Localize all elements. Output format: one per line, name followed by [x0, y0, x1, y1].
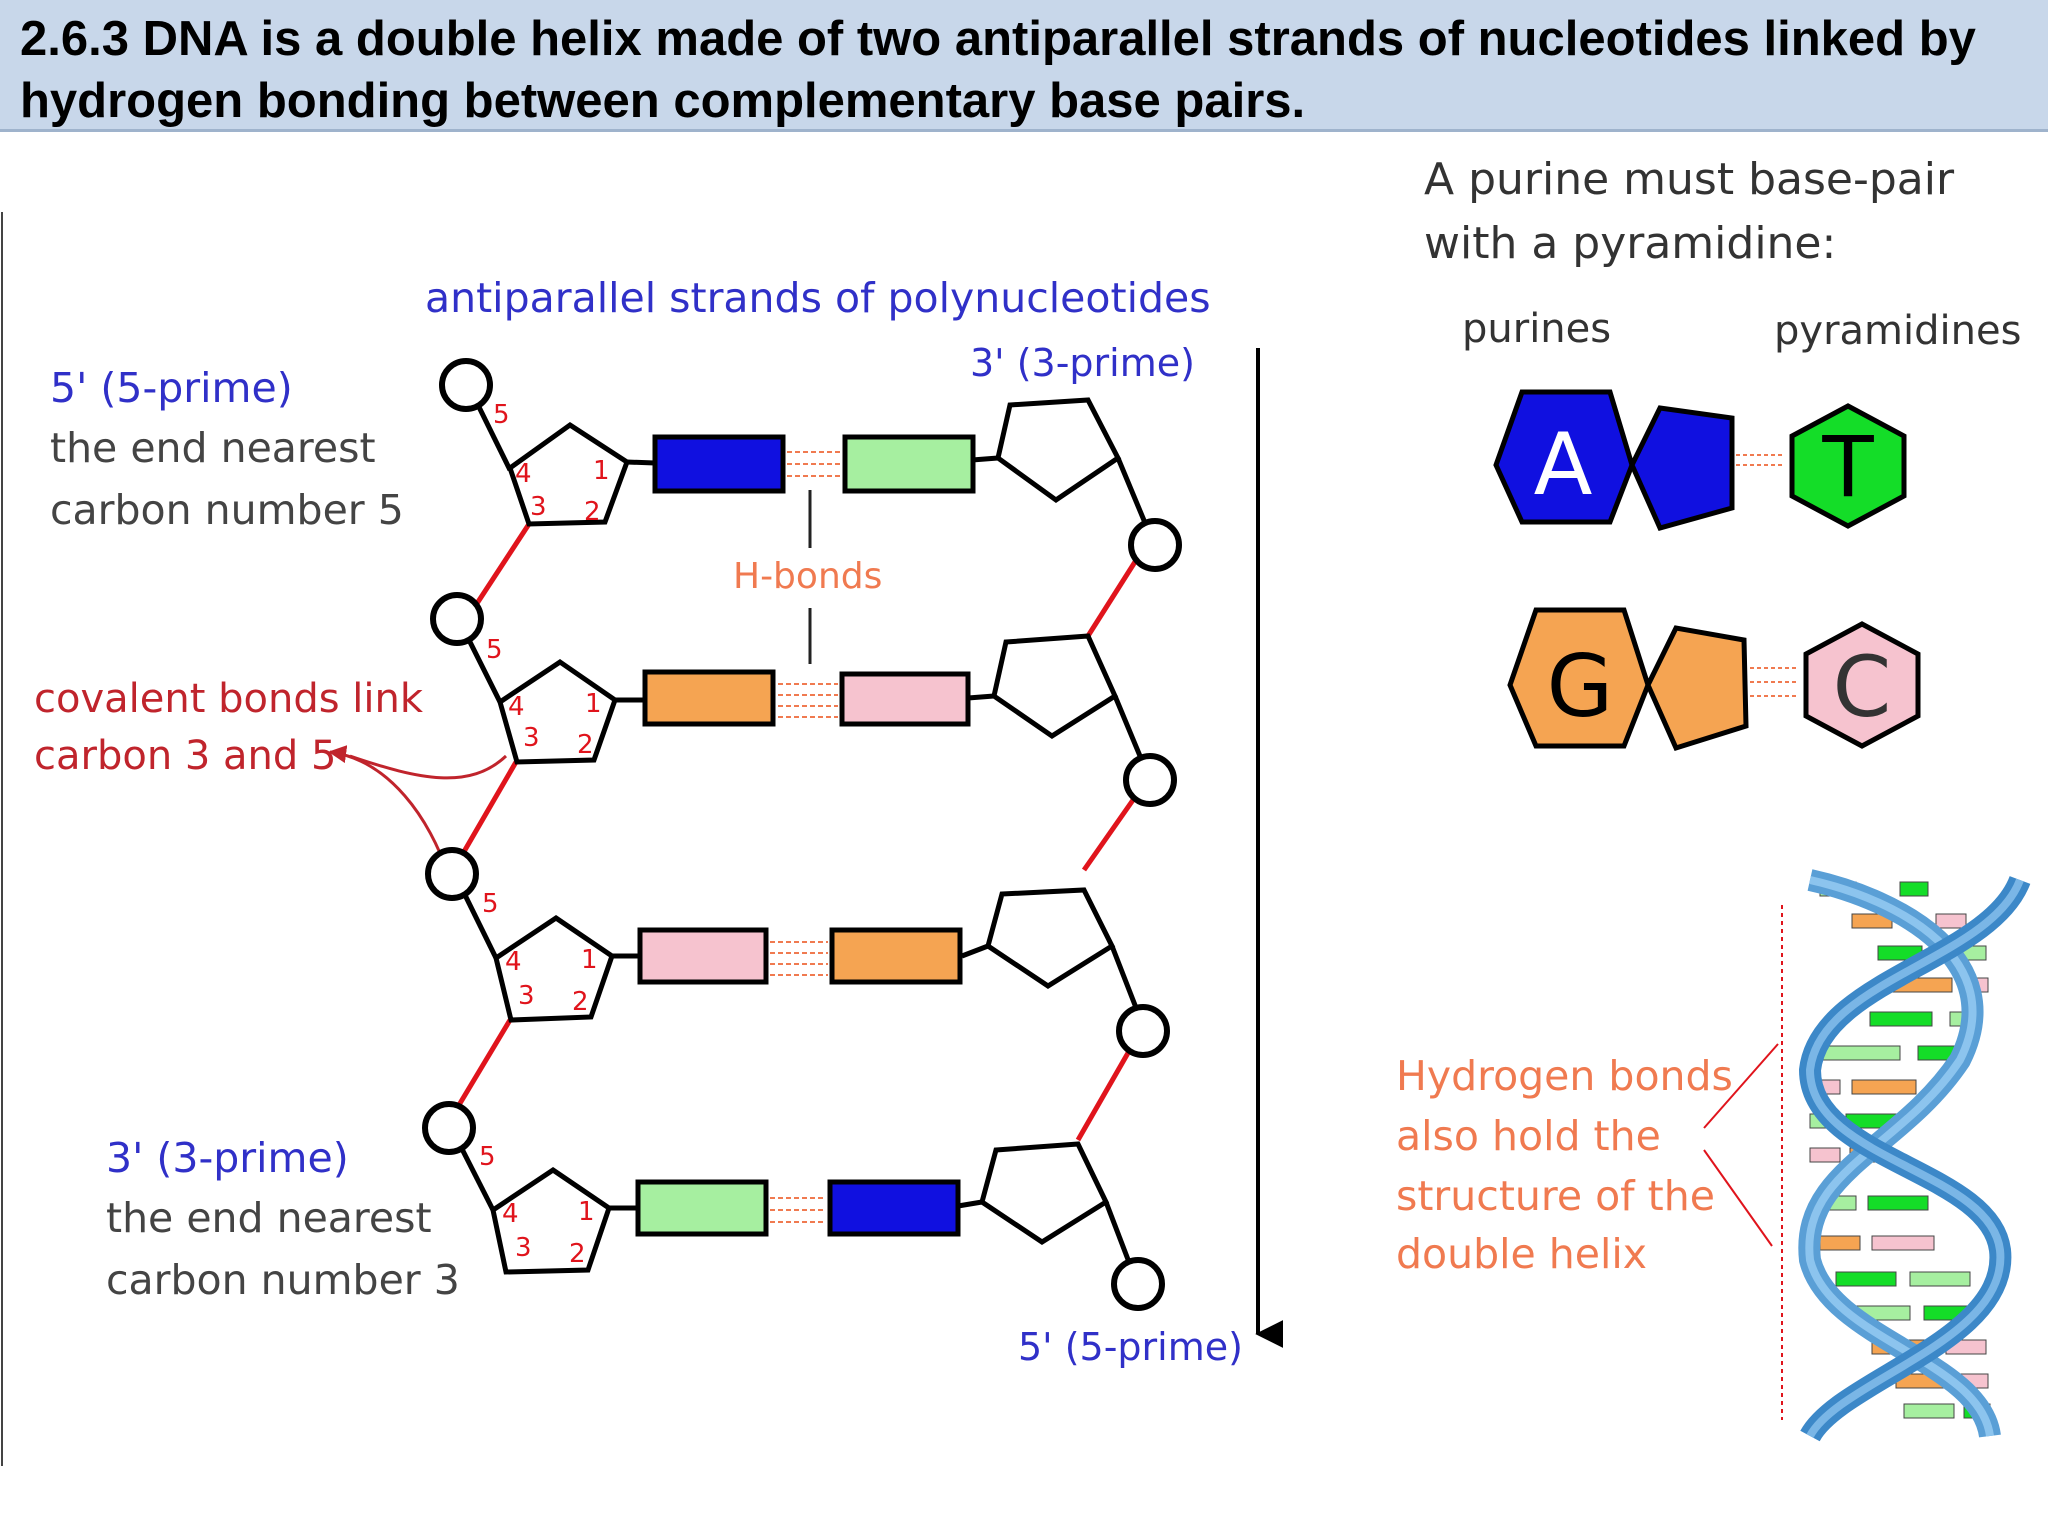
helix-label-line3: structure of the	[1396, 1172, 1715, 1220]
phosphate-circle	[1128, 518, 1182, 572]
adenine-purine: A	[1493, 389, 1735, 531]
cytosine-pyrimidine: C	[1803, 621, 1921, 749]
helix-label-line4: double helix	[1396, 1230, 1647, 1278]
carbon-2: 2	[577, 730, 594, 760]
covalent-label-line2: carbon 3 and 5	[34, 733, 336, 779]
carbon-3: 3	[523, 723, 540, 753]
carbon-2: 2	[572, 987, 589, 1017]
carbon-5: 5	[486, 635, 503, 665]
right-backbone	[1075, 552, 1143, 1142]
hydrogen-bonds	[770, 451, 841, 1223]
nucleotide-right-4	[957, 1141, 1165, 1311]
nucleotide-right-1	[971, 397, 1182, 572]
helix-pointer-upper	[1703, 1043, 1779, 1129]
left-5prime-line1: the end nearest	[50, 424, 376, 472]
left-backbone	[453, 522, 532, 1112]
left-5prime-line2: carbon number 5	[50, 486, 404, 534]
deoxyribose-pentagon	[507, 421, 631, 527]
phosphate-circle	[439, 358, 493, 412]
carbon-4: 4	[508, 692, 525, 722]
hbonds-label: H-bonds	[733, 556, 882, 597]
base-pair-heading-line2: with a pyramidine:	[1424, 218, 1836, 269]
deoxyribose-pentagon	[979, 1141, 1110, 1245]
covalent-label-line1: covalent bonds link	[34, 676, 424, 722]
thymine-pyrimidine: T	[1789, 403, 1907, 529]
phosphate-circle	[1116, 1004, 1170, 1058]
nucleotide-right-3	[961, 887, 1170, 1058]
carbon-5: 5	[493, 400, 510, 430]
deoxyribose-pentagon	[490, 1166, 612, 1275]
deoxyribose-pentagon	[493, 914, 615, 1023]
adenine-letter: A	[1534, 415, 1593, 515]
carbon-4: 4	[502, 1199, 519, 1229]
deoxyribose-pentagon	[995, 397, 1122, 504]
nucleotide-left-4: 5 4 3 2 1	[422, 1101, 638, 1275]
base-thymine-left-4	[635, 1179, 769, 1237]
deoxyribose-pentagon	[991, 633, 1119, 739]
left-3prime-line1: the end nearest	[106, 1194, 432, 1242]
base-adenine-left-1	[652, 434, 786, 494]
carbon-1: 1	[593, 456, 610, 486]
strand-diagram-title: antiparallel strands of polynucleotides	[425, 274, 1211, 322]
deoxyribose-pentagon	[985, 887, 1116, 989]
guanine-letter: G	[1547, 637, 1614, 737]
carbon-2: 2	[584, 497, 601, 527]
helix-label-line2: also hold the	[1396, 1112, 1661, 1160]
carbon-2: 2	[569, 1239, 586, 1269]
nucleotide-right-2	[967, 633, 1177, 807]
thymine-letter: T	[1821, 418, 1874, 516]
carbon-5: 5	[482, 889, 499, 919]
header-bar: 2.6.3 DNA is a double helix made of two …	[0, 0, 2048, 132]
carbon-1: 1	[581, 945, 598, 975]
base-cytosine-right-2	[839, 671, 971, 727]
phosphate-circle	[1123, 753, 1177, 807]
helix-label-line1: Hydrogen bonds	[1396, 1052, 1733, 1100]
carbon-5: 5	[479, 1142, 496, 1172]
helix-backbone-2-highlight	[1805, 878, 2024, 1439]
base-thymine-right-1	[842, 434, 976, 494]
nucleotide-left-3: 5 4 3 2 1	[425, 847, 640, 1023]
base-cytosine-left-3	[637, 927, 769, 985]
phosphate-circle	[422, 1101, 476, 1155]
pyrimidines-label: pyramidines	[1774, 308, 2021, 354]
left-5prime-heading: 5' (5-prime)	[50, 364, 293, 412]
cytosine-letter: C	[1833, 638, 1892, 736]
purines-label: purines	[1462, 306, 1611, 352]
base-guanine-left-2	[642, 669, 776, 727]
right-5prime-label: 5' (5-prime)	[1018, 1325, 1243, 1369]
base-guanine-right-3	[829, 927, 963, 985]
covalent-arrow	[328, 745, 450, 875]
carbon-3: 3	[515, 1233, 532, 1263]
hbond-g-c	[1750, 667, 1798, 697]
page-title: 2.6.3 DNA is a double helix made of two …	[20, 12, 1976, 128]
nucleotide-left-1: 5 4 3 2 1	[439, 358, 656, 527]
left-3prime-line2: carbon number 3	[106, 1256, 460, 1304]
nucleotide-left-2: 5 4 3 2 1	[430, 592, 645, 765]
base-pair-heading-line1: A purine must base-pair	[1424, 154, 1955, 205]
double-helix-illustration	[1798, 869, 2031, 1442]
phosphate-circle	[425, 847, 479, 901]
carbon-4: 4	[505, 947, 522, 977]
base-adenine-right-4	[827, 1179, 961, 1237]
phosphate-circle	[1111, 1257, 1165, 1311]
phosphate-circle	[430, 592, 484, 646]
carbon-3: 3	[530, 492, 547, 522]
carbon-4: 4	[515, 459, 532, 489]
covalent-arrow-upper	[349, 754, 508, 780]
hbond-a-t	[1736, 454, 1784, 466]
deoxyribose-pentagon	[497, 658, 618, 765]
carbon-1: 1	[585, 689, 602, 719]
helix-pointer-lower	[1703, 1149, 1773, 1247]
carbon-3: 3	[518, 981, 535, 1011]
guanine-purine: G	[1507, 607, 1749, 752]
carbon-1: 1	[578, 1197, 595, 1227]
right-3prime-label: 3' (3-prime)	[970, 341, 1195, 385]
left-3prime-heading: 3' (3-prime)	[106, 1134, 349, 1182]
